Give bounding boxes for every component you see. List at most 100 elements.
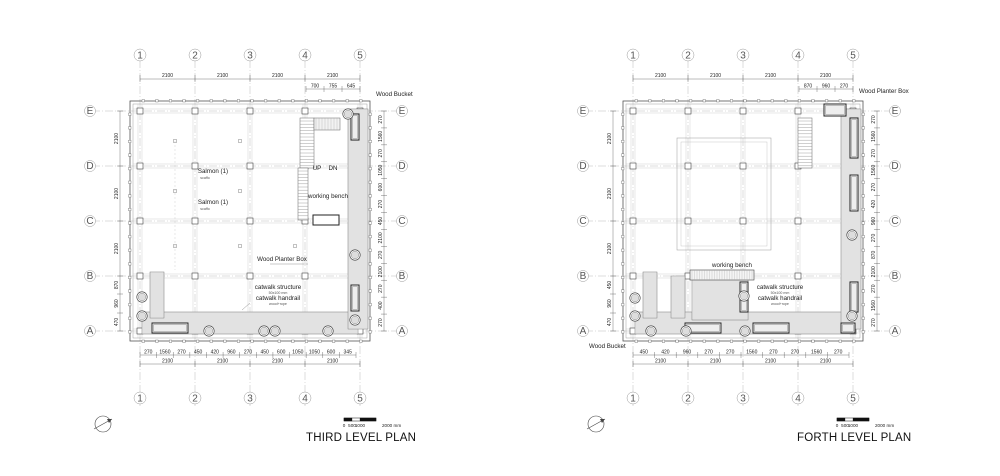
dim-left-value: 470 [114,318,120,327]
grid-bubble-left [577,270,589,282]
frame-bolt [264,99,268,103]
frame-bolt [223,339,227,343]
dim-bottom-value: 600 [277,350,286,356]
frame-bolt [209,99,213,103]
dimension-right: 2701560270105060027045021002702100270400… [378,110,387,332]
bucket-inner [741,327,750,336]
frame-bolt [128,262,132,266]
plan-title: FORTH LEVEL PLAN [797,432,911,444]
wood-bucket [680,325,692,337]
grid-col-label-bottom: 3 [247,394,253,405]
frame-bolt [838,339,842,343]
frame-bolt [368,194,372,198]
dim-bottom-total: 2100 [765,359,776,365]
dim-right-value: 2100 [378,266,384,277]
bucket-inner [631,294,640,303]
frame-bolt [368,112,372,116]
frame-bolt [250,99,254,103]
grid-col-label-top: 4 [302,51,308,62]
plant-marker [238,139,242,143]
scale-bar-tick: 0 [836,423,839,428]
bucket-inner [137,312,146,321]
structural-column [246,272,254,280]
central-void-inner [680,141,768,247]
bucket-inner [848,230,857,239]
wood-planter-box [849,117,859,159]
plan-outer-frame [129,100,371,342]
grid-col-label-bottom: 2 [685,394,691,405]
dim-top-value: 2100 [327,73,338,79]
dim-right-value: 420 [871,200,877,209]
dim-bottom-value: 270 [791,350,800,356]
structural-column [739,162,747,170]
frame-bolt [621,207,625,211]
catwalk-left-stub-outline [642,271,658,319]
frame-bolt [236,339,240,343]
frame-bolt [702,339,706,343]
dim-bottom-value: 345 [344,350,353,356]
frame-bolt [861,221,865,225]
structural-column [191,107,199,115]
frame-bolt [861,289,865,293]
grid-row-label-left: B [580,271,587,282]
bucket-inner [647,327,656,336]
planter-inner [754,324,788,332]
dim-right-value: 1050 [378,164,384,175]
dim-right-value: 270 [378,250,384,259]
frame-bolt [861,126,865,130]
grid-bubble-top [626,48,640,62]
structural-column [629,107,637,115]
dim-bottom-total: 2100 [327,359,338,365]
north-head [600,419,605,423]
frame-bolt [368,139,372,143]
catwalk-leader [241,302,251,311]
frame-bolt [368,221,372,225]
grid-col-label-bottom: 2 [192,394,198,405]
grid-bubble-col-1: 11 [626,48,640,405]
frame-bolt [155,339,159,343]
grid-col-label-top: 4 [795,51,801,62]
dim-right-value: 600 [378,183,384,192]
dim-top-value: 2100 [820,73,831,79]
frame-bolt [861,112,865,116]
frame-bolt [621,248,625,252]
dim-top-value: 2100 [162,73,173,79]
catwalk-handrail-label: catwalk handrail [256,295,300,302]
wood-bucket [846,229,858,241]
grid-bubble-left [577,105,589,117]
scale-bar-tick: 500 [841,423,849,428]
grid-bubble-left [84,325,96,337]
grid-col-label-bottom: 1 [137,394,143,405]
dim-right-value: 1560 [871,131,877,142]
frame-bolt [757,339,761,343]
grid-bubble-col-4: 44 [298,48,312,405]
frame-bolt [634,339,638,343]
grid-row-label-left: E [87,106,94,117]
wood-planter-box [752,322,790,334]
frame-bolt [675,99,679,103]
catwalk-left-stub-2 [670,275,686,319]
frame-bolt [359,99,363,103]
frame-bolt [861,248,865,252]
frame-bolt [770,339,774,343]
catwalk-handrail-sub: wood+rope [771,302,789,306]
structural-column [794,217,802,225]
frame-bolt [345,99,349,103]
dim-left-value: 870 [114,281,120,290]
wood-planter-box [350,284,360,312]
grid-row-label-right: A [892,326,899,337]
wood-bucket [846,310,858,322]
dim-right-value: 1560 [378,131,384,142]
grid-col-label-top: 5 [357,51,363,62]
staircase [297,117,341,221]
grid-bubble-bottom [188,391,202,405]
grid-col-label-bottom: 3 [740,394,746,405]
dim-right-value: 270 [871,115,877,124]
grid-bubble-right [889,270,901,282]
dim-top-sub-value: 700 [311,84,320,90]
